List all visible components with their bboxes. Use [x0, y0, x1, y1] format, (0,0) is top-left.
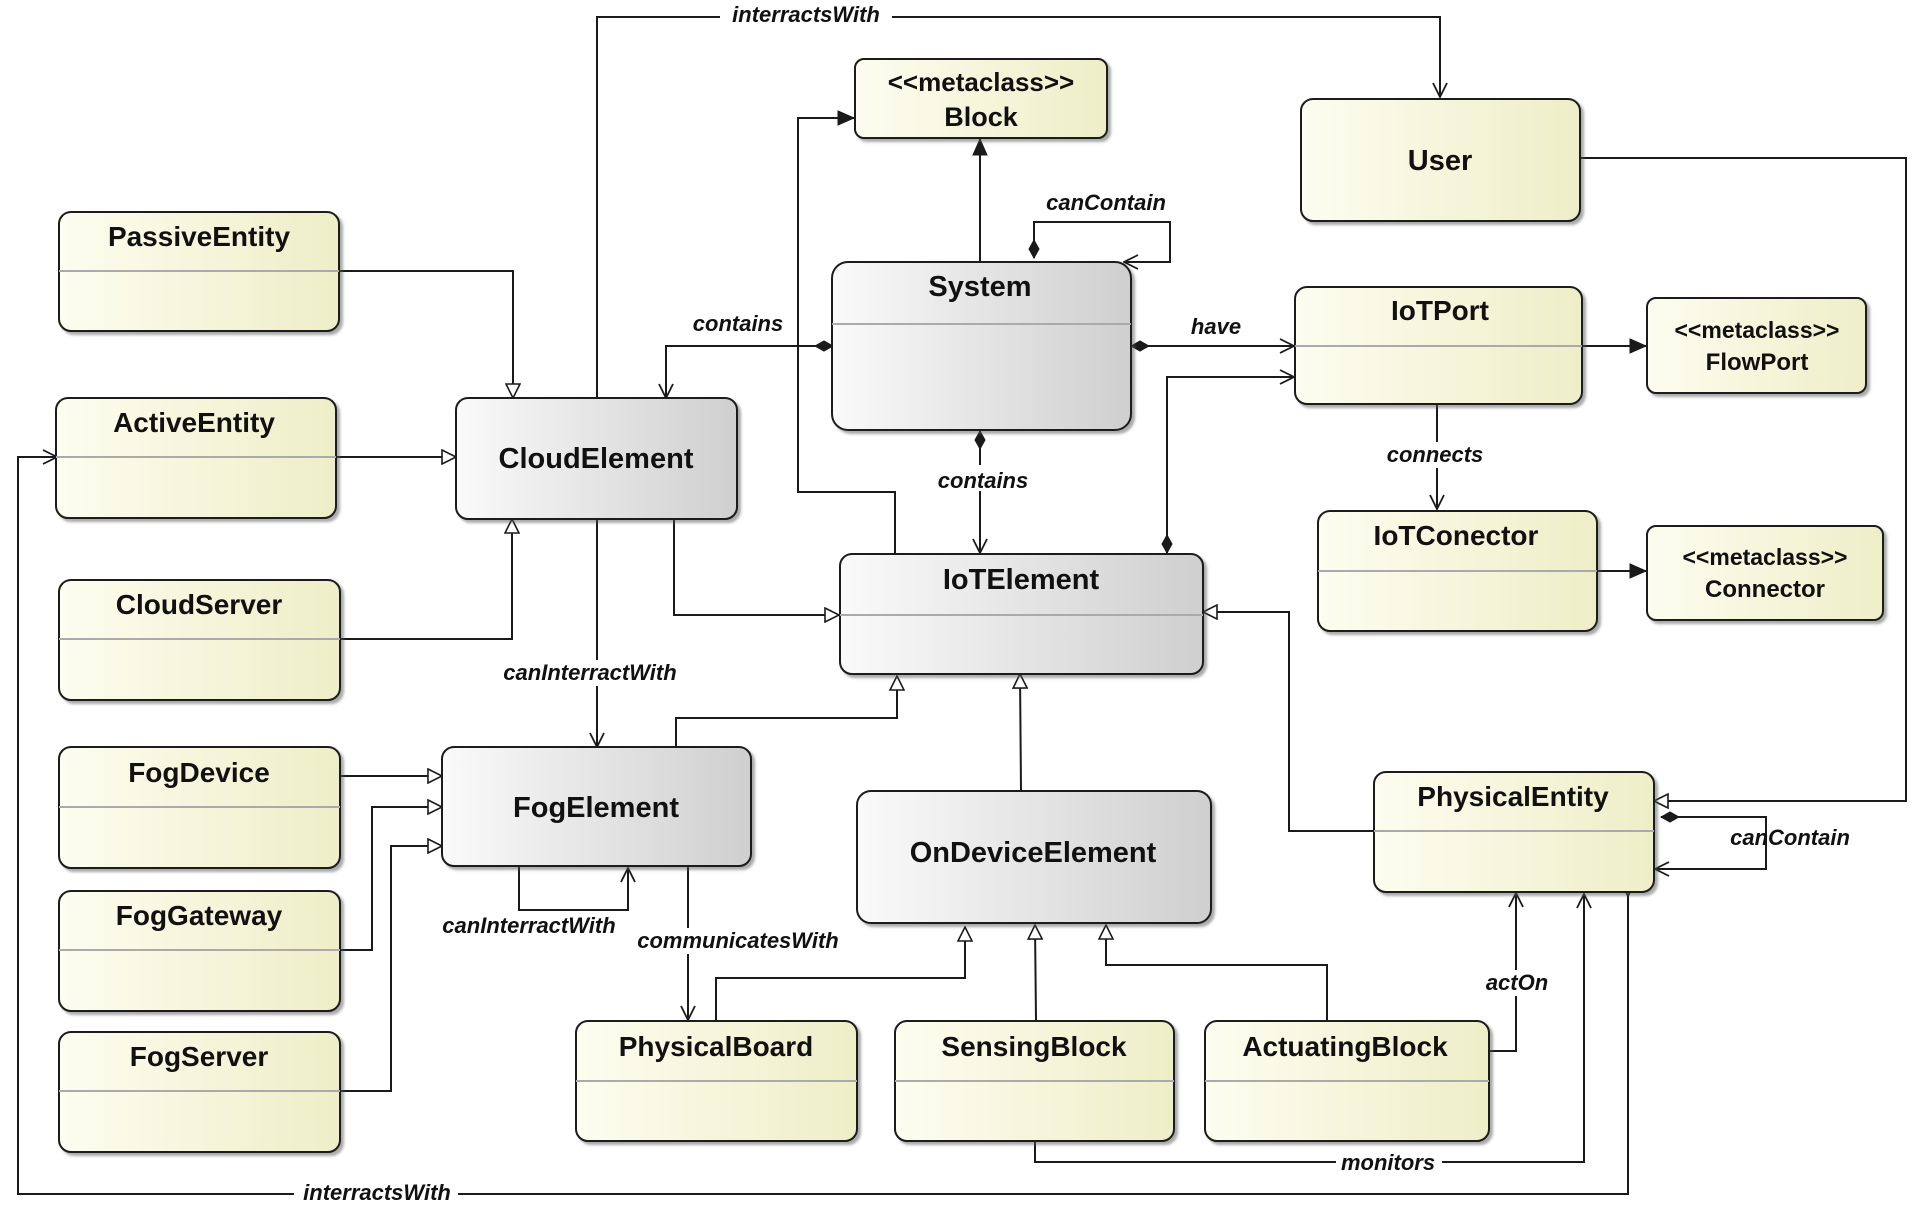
connector-stereotype: <<metaclass>>: [1683, 544, 1848, 570]
actuating-block-name: ActuatingBlock: [1242, 1031, 1448, 1062]
edge-actuating-ondevice: [1106, 925, 1328, 1020]
class-fog-element: FogElement: [441, 746, 752, 867]
class-connector: <<metaclass>> Connector: [1646, 525, 1884, 621]
label-communicates-with: communicatesWith: [637, 928, 839, 953]
edge-passive-cloud: [338, 270, 513, 398]
class-flow-port: <<metaclass>> FlowPort: [1646, 297, 1867, 394]
label-system-cancontain: canContain: [1046, 190, 1166, 215]
edge-ondevice-iot: [1020, 674, 1021, 791]
label-connects: connects: [1387, 442, 1484, 467]
label-contains-cloud: contains: [693, 311, 783, 336]
label-interracts-with-bottom: interractsWith: [303, 1180, 451, 1205]
edge-interracts-with-top: [597, 16, 1440, 400]
edge-acton: [1489, 893, 1516, 1052]
sensing-block-name: SensingBlock: [941, 1031, 1127, 1062]
label-have: have: [1191, 314, 1241, 339]
classes: <<metaclass>> Block User PassiveEntity A…: [55, 58, 1884, 1153]
physical-entity-name: PhysicalEntity: [1417, 781, 1609, 812]
edge-user-physicalentity: [1579, 157, 1907, 801]
passive-entity-name: PassiveEntity: [108, 221, 291, 252]
label-act-on: actOn: [1486, 970, 1548, 995]
edge-sensing-ondevice: [1035, 925, 1036, 1021]
system-name: System: [928, 271, 1031, 303]
edge-physical-cancontain: [1655, 817, 1767, 869]
iot-element-name: IoTElement: [943, 564, 1100, 596]
edge-monitors: [1034, 894, 1584, 1163]
class-fog-server: FogServer: [58, 1031, 341, 1153]
class-sensing-block: SensingBlock: [894, 1020, 1175, 1142]
label-physical-cancontain: canContain: [1730, 825, 1850, 850]
class-iot-conector: IoTConector: [1317, 510, 1598, 632]
class-cloud-element: CloudElement: [455, 397, 738, 520]
block-stereotype: <<metaclass>>: [888, 67, 1075, 97]
class-system: System: [831, 261, 1132, 431]
iot-conector-name: IoTConector: [1374, 520, 1539, 551]
class-iot-element: IoTElement: [839, 553, 1204, 675]
cloud-server-name: CloudServer: [116, 589, 283, 620]
edge-fog-self: [518, 866, 628, 911]
class-passive-entity: PassiveEntity: [58, 211, 340, 332]
label-monitors: monitors: [1341, 1150, 1435, 1175]
class-on-device-element: OnDeviceElement: [856, 790, 1212, 924]
flow-port-name: FlowPort: [1706, 349, 1809, 376]
class-physical-entity: PhysicalEntity: [1373, 771, 1655, 893]
on-device-element-name: OnDeviceElement: [910, 837, 1157, 869]
edge-system-contains-cloud: [666, 346, 833, 398]
class-iot-port: IoTPort: [1294, 286, 1583, 405]
active-entity-name: ActiveEntity: [113, 407, 275, 438]
label-cloud-fog-caninterract: canInterractWith: [503, 660, 676, 685]
class-block: <<metaclass>> Block: [854, 58, 1108, 139]
label-contains-iot: contains: [938, 468, 1028, 493]
edge-iotelement-iotport: [1167, 377, 1294, 553]
flow-port-stereotype: <<metaclass>>: [1675, 317, 1840, 343]
edge-interracts-with-bottom: [17, 457, 1628, 1195]
class-actuating-block: ActuatingBlock: [1204, 1020, 1490, 1142]
fog-element-name: FogElement: [513, 792, 679, 824]
edges: [17, 16, 1907, 1195]
class-cloud-server: CloudServer: [58, 579, 341, 701]
fog-gateway-name: FogGateway: [116, 900, 283, 931]
block-name: Block: [944, 102, 1019, 132]
user-name: User: [1408, 145, 1473, 177]
edge-physical-iot: [1203, 612, 1373, 832]
cloud-element-name: CloudElement: [499, 443, 694, 475]
edge-physicalboard-ondevice: [715, 927, 965, 1020]
class-user: User: [1300, 98, 1581, 222]
class-active-entity: ActiveEntity: [55, 397, 337, 519]
edge-fogserver-fog: [340, 846, 442, 1092]
label-fog-self-caninterract: canInterractWith: [442, 913, 615, 938]
edge-fog-iot: [675, 676, 897, 747]
relation-labels: interractsWith canContain contains have …: [294, 2, 1850, 1208]
label-interracts-with-top: interractsWith: [732, 2, 880, 27]
edge-system-cancontain: [1034, 221, 1171, 262]
physical-board-name: PhysicalBoard: [619, 1031, 814, 1062]
fog-device-name: FogDevice: [128, 757, 270, 788]
edge-cloudserver-cloud: [340, 519, 512, 640]
class-physical-board: PhysicalBoard: [575, 1020, 858, 1142]
edge-cloud-iot: [673, 519, 839, 615]
class-fog-device: FogDevice: [58, 746, 341, 869]
fog-server-name: FogServer: [130, 1041, 269, 1072]
iot-port-name: IoTPort: [1391, 295, 1489, 326]
class-fog-gateway: FogGateway: [58, 890, 341, 1012]
connector-name: Connector: [1705, 576, 1825, 603]
